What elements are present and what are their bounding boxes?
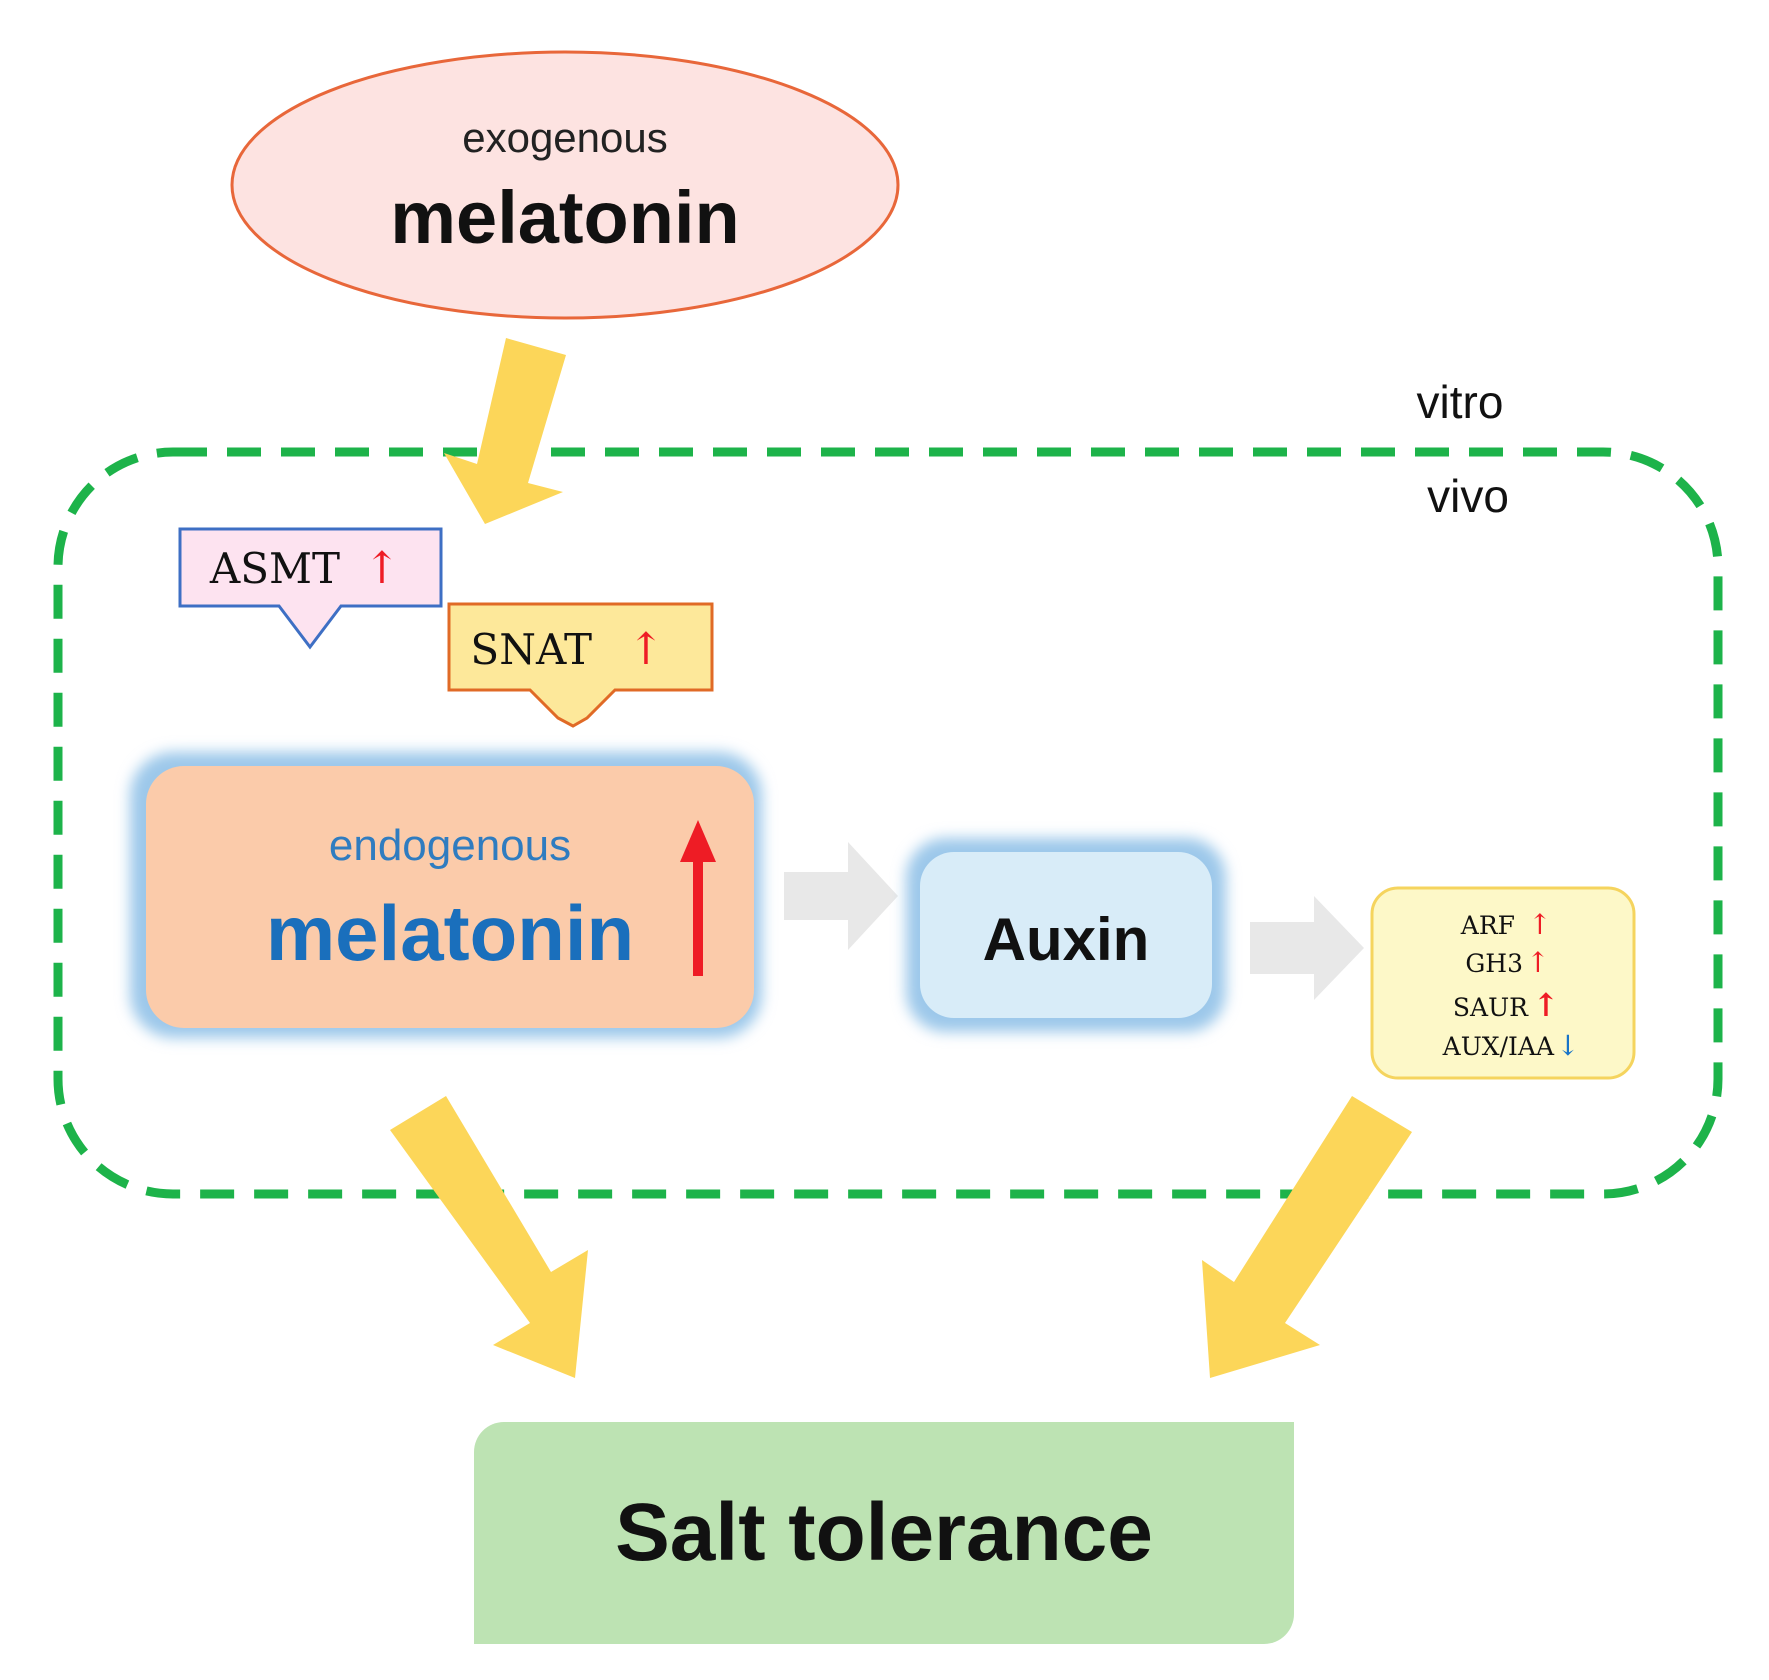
exogenous-melatonin-node <box>230 50 900 320</box>
endogenous-line2: melatonin <box>266 889 634 977</box>
gray-arrow-to-genes <box>1250 896 1364 1000</box>
endogenous-up-arrow-icon <box>680 820 716 976</box>
auxin-node <box>920 852 1212 1018</box>
salt-tolerance-corner-2 <box>1250 1422 1294 1466</box>
gene-saur-up-arrow-icon: ↑ <box>1533 986 1560 1024</box>
vivo-label: vivo <box>1427 470 1509 522</box>
gene-saur: SAUR <box>1453 993 1529 1022</box>
endogenous-melatonin-node <box>146 766 754 1028</box>
vivo-region <box>53 447 1723 1199</box>
yellow-arrow-exogenous-to-endogenous <box>444 338 566 524</box>
gene-arf-up-arrow-icon: ↑ <box>1528 908 1551 941</box>
auxin-genes-box <box>1370 886 1636 1080</box>
auxin-label: Auxin <box>983 906 1150 973</box>
exogenous-line2: melatonin <box>390 176 739 259</box>
salt-tolerance-corner <box>474 1600 518 1644</box>
yellow-arrow-endogenous-to-salt <box>390 1096 588 1378</box>
asmt-callout <box>178 527 443 650</box>
gray-arrow-to-auxin <box>784 842 898 950</box>
asmt-label: ASMT <box>209 544 340 593</box>
snat-label: SNAT <box>470 625 592 674</box>
asmt-up-arrow-icon: ↑ <box>364 543 401 594</box>
yellow-arrow-genes-to-salt <box>1202 1096 1412 1378</box>
snat-callout <box>447 602 714 728</box>
snat-up-arrow-icon: ↑ <box>628 624 665 675</box>
endogenous-line1: endogenous <box>329 821 571 870</box>
gene-aux-iaa: AUX/IAA <box>1442 1032 1555 1061</box>
exogenous-line1: exogenous <box>462 114 668 161</box>
gene-aux-iaa-down-arrow-icon: ↓ <box>1556 1029 1579 1062</box>
gene-gh3-up-arrow-icon: ↑ <box>1526 946 1549 979</box>
vitro-label: vitro <box>1417 376 1504 428</box>
gene-gh3: GH3 <box>1465 949 1523 978</box>
salt-tolerance-label: Salt tolerance <box>615 1487 1153 1578</box>
gene-arf: ARF <box>1460 911 1515 940</box>
salt-tolerance-node <box>474 1422 1294 1644</box>
